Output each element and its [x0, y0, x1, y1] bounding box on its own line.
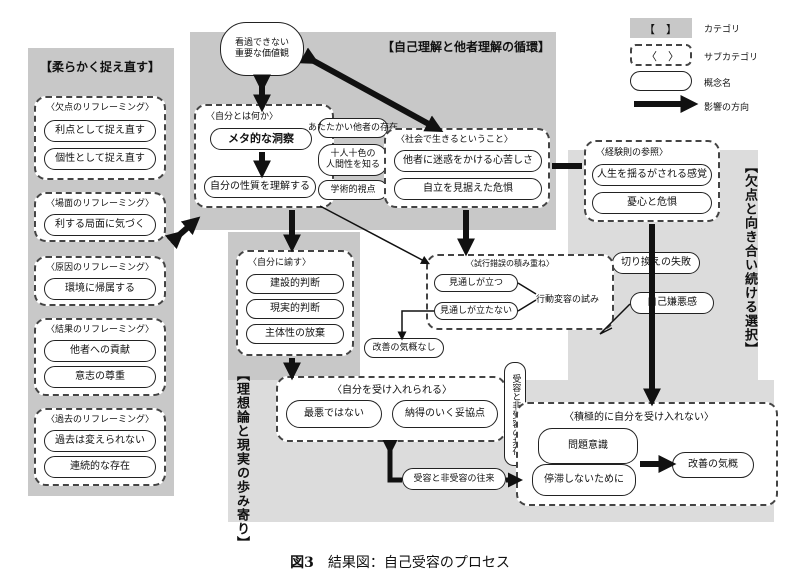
- figure-caption-text: 結果図：自己受容のプロセス: [327, 555, 510, 571]
- concept-no-improvement-will: 改善の気概なし: [364, 338, 444, 358]
- category-ideal: 【理想論と現実の歩み寄り】: [234, 368, 249, 550]
- concept-avoid-stagnation: 停滞しないために: [532, 464, 636, 496]
- concept-continuous-being: 連続的な存在: [44, 456, 156, 478]
- legend-category-symbol-box: [630, 18, 692, 38]
- concept-unseen-value-text: 看過できない 重要な価値観: [234, 38, 289, 59]
- sub-living-in-society-label: 〈社会で生きるということ〉: [396, 135, 513, 145]
- category-cycle: 【自己理解と他者理解の循環】: [382, 40, 551, 54]
- concept-meta-insight: メタ的な洞察: [210, 128, 312, 150]
- concept-contribute-others: 他者への貢献: [44, 340, 156, 362]
- figure-caption: 図3 結果図：自己受容のプロセス: [0, 552, 800, 572]
- sub-reject-self-label: 〈積極的に自分を受け入れない〉: [564, 412, 714, 423]
- concept-unseen-value: 看過できない 重要な価値観: [220, 22, 304, 76]
- concept-diverse-humanity: 十人十色の 人間性を知る: [318, 144, 388, 176]
- concept-constructive-judgment: 建設的判断: [246, 274, 344, 294]
- sub-persuade-self-label: 〈自分に諭す〉: [248, 258, 312, 268]
- category-confront: 【欠点と向き合い続ける選択】: [742, 160, 757, 356]
- caption-gap: [314, 555, 328, 571]
- concept-switch-failure: 切り換えの失敗: [612, 252, 700, 274]
- concept-diverse-humanity-text: 十人十色の 人間性を知る: [325, 149, 380, 170]
- legend-category-label: カテゴリ: [704, 25, 741, 35]
- legend-subcategory-symbol-box: [630, 44, 692, 66]
- concept-realistic-judgment: 現実的判断: [246, 299, 344, 319]
- concept-prospect-yes: 見通しが立つ: [434, 274, 518, 292]
- legend-concept-label: 概念名: [704, 79, 732, 89]
- concept-warm-others: あたたかい他者の存在: [308, 118, 398, 138]
- sub-refer-experience-label: 〈経験則の参照〉: [596, 148, 669, 158]
- concept-self-hatred: 自己嫌悪感: [630, 292, 714, 314]
- concept-behavior-change: 行動変容の試み: [536, 295, 600, 305]
- sub-cause-reframing-label: 〈原因のリフレーミング〉: [46, 263, 155, 273]
- concept-life-shaken: 人生を揺るがされる感覚: [592, 164, 712, 186]
- sub-scene-reframing-label: 〈場面のリフレーミング〉: [46, 199, 155, 209]
- concept-past-unchangeable: 過去は変えられない: [44, 430, 156, 452]
- concept-not-worst: 最悪ではない: [286, 400, 382, 428]
- legend-subcategory-symbol: 〈 〉: [646, 50, 679, 63]
- concept-problem-awareness: 問題意識: [538, 428, 638, 464]
- sub-trial-and-error-label: 〈試行錯誤の積み重ね〉: [466, 259, 554, 268]
- legend-influence-label: 影響の方向: [704, 103, 750, 113]
- legend-subcategory-label: サブカテゴリ: [704, 53, 759, 63]
- sub-can-accept-self-label: 〈自分を受け入れられる〉: [332, 385, 452, 396]
- concept-back-and-forth: 受容と非受容の往来: [402, 468, 506, 490]
- concept-prospect-no: 見通しが立たない: [434, 302, 518, 320]
- legend-concept-box: [630, 71, 692, 91]
- sub-what-is-self-label: 〈自分とは何か〉: [206, 112, 279, 122]
- concept-improvement-will: 改善の気概: [672, 452, 754, 478]
- concept-respect-will: 意志の尊重: [44, 366, 156, 388]
- sub-defect-reframing-label: 〈欠点のリフレーミング〉: [46, 103, 155, 113]
- legend-category-symbol: 【 】: [644, 23, 677, 36]
- concept-acceptable-compromise: 納得のいく妥協点: [392, 400, 498, 428]
- concept-trouble-others: 他者に迷惑をかける心苦しさ: [394, 150, 542, 172]
- concept-independence-worry: 自立を見据えた危惧: [394, 178, 542, 200]
- sub-result-reframing-label: 〈結果のリフレーミング〉: [46, 325, 155, 335]
- concept-academic-view: 学術的視点: [318, 180, 388, 200]
- sub-past-reframing-label: 〈過去のリフレーミング〉: [46, 415, 155, 425]
- category-reframe: 【柔らかく捉え直す】: [40, 60, 161, 74]
- concept-worry-concern: 憂心と危惧: [592, 192, 712, 214]
- concept-as-advantage: 利点として捉え直す: [44, 120, 156, 142]
- concept-understand-self: 自分の性質を理解する: [204, 176, 316, 198]
- concept-notice-benefit: 利する局面に気づく: [44, 214, 156, 236]
- figure-number: 図3: [290, 555, 314, 571]
- concept-coexist-text: 受容と非受容の共存: [510, 374, 520, 455]
- concept-attribute-environment: 環境に帰属する: [44, 278, 156, 300]
- concept-as-individuality: 個性として捉え直す: [44, 148, 156, 170]
- concept-release-agency: 主体性の放棄: [246, 324, 344, 344]
